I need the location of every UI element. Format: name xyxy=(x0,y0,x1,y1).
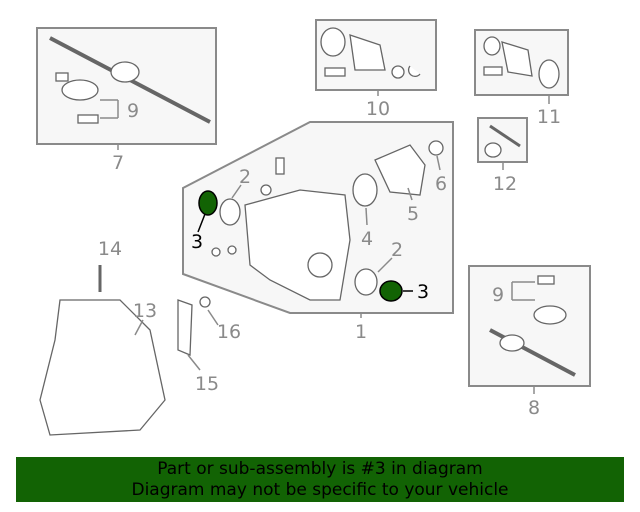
callout-7[interactable]: 7 xyxy=(112,152,124,174)
callout-12[interactable]: 12 xyxy=(493,173,517,195)
boot-kit-11 xyxy=(483,36,560,89)
group-box-8 xyxy=(468,265,591,387)
callout-13[interactable]: 13 xyxy=(133,300,157,322)
banner-line-2: Diagram may not be specific to your vehi… xyxy=(131,480,509,500)
callout-8[interactable]: 8 xyxy=(528,397,540,419)
callout-15[interactable]: 15 xyxy=(195,373,219,395)
drive-shaft-assembly-8 xyxy=(489,275,576,377)
callout-9-top[interactable]: 9 xyxy=(127,100,139,122)
banner-line-1: Part or sub-assembly is #3 in diagram xyxy=(157,459,483,479)
drive-shaft-assembly xyxy=(49,36,211,124)
callout-4[interactable]: 4 xyxy=(361,228,373,250)
callout-2-right[interactable]: 2 xyxy=(391,239,403,261)
group-box-12 xyxy=(477,117,528,163)
callout-11[interactable]: 11 xyxy=(537,106,561,128)
callout-3-left[interactable]: 3 xyxy=(191,231,203,253)
callout-10[interactable]: 10 xyxy=(366,98,390,120)
callout-1[interactable]: 1 xyxy=(355,321,367,343)
callout-14[interactable]: 14 xyxy=(98,238,122,260)
callout-16[interactable]: 16 xyxy=(217,321,241,343)
leader-lines xyxy=(117,90,550,394)
mount-bracket xyxy=(39,265,211,436)
bolt-kit-12 xyxy=(484,124,521,158)
boot-kit-10 xyxy=(320,27,421,79)
callout-2-left[interactable]: 2 xyxy=(239,166,251,188)
seal-part-3-right[interactable] xyxy=(379,280,403,302)
callout-9-bottom[interactable]: 9 xyxy=(492,284,504,306)
differential-housing xyxy=(211,140,444,301)
callout-6[interactable]: 6 xyxy=(435,173,447,195)
callout-3-right[interactable]: 3 xyxy=(417,281,429,303)
callout-5[interactable]: 5 xyxy=(407,203,419,225)
highlight-banner: Part or sub-assembly is #3 in diagram Di… xyxy=(16,457,624,502)
seal-part-3-left[interactable] xyxy=(198,190,218,216)
